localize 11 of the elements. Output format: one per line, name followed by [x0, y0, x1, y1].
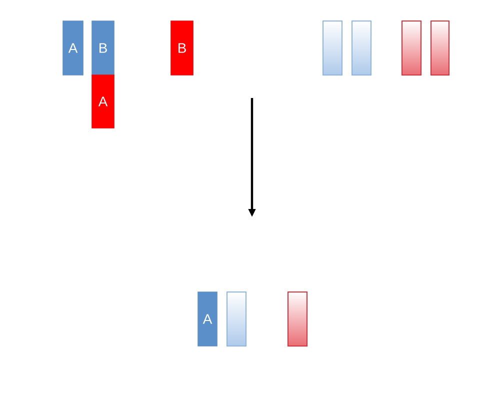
empty-box: [430, 20, 450, 76]
letter-box: A: [92, 74, 114, 128]
letter-box: B: [170, 20, 194, 76]
empty-box: [226, 292, 246, 346]
letter-box: B: [92, 20, 114, 76]
empty-box: [402, 20, 422, 76]
letter-box: A: [62, 20, 84, 76]
empty-box: [352, 20, 372, 76]
empty-box: [288, 292, 308, 346]
letter-box: A: [198, 292, 218, 346]
empty-box: [322, 20, 342, 76]
